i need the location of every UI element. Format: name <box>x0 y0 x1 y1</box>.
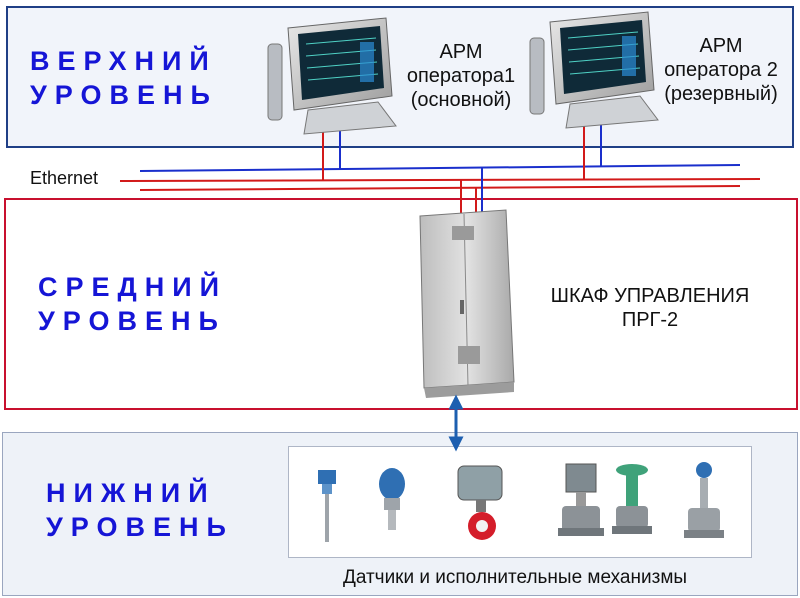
cabinet-drops <box>460 168 483 216</box>
ethernet-bus <box>119 164 761 191</box>
gate-valve-actuator-icon <box>558 463 604 536</box>
ethernet-label: Ethernet <box>30 168 99 188</box>
middle-level-frame <box>4 198 798 410</box>
middle-level-title-line2: УРОВЕНЬ <box>38 306 226 336</box>
upper-level-frame <box>6 6 794 148</box>
control-cabinet-icon <box>419 209 515 398</box>
control-cabinet-label: ШКАФ УПРАВЛЕНИЯ ПРГ-2 <box>530 284 770 332</box>
ws2-label-line1: АРМ <box>699 35 743 57</box>
gate-valve-icon <box>684 462 724 538</box>
ws1-label-line3: (основной) <box>410 89 512 111</box>
ethernet-blue-line <box>139 164 741 172</box>
field-devices-panel <box>288 446 752 558</box>
cabinet-label-line1: ШКАФ УПРАВЛЕНИЯ <box>550 285 750 307</box>
lower-level-title-line2: УРОВЕНЬ <box>46 512 234 542</box>
lower-level-title: НИЖНИЙ УРОВЕНЬ <box>46 476 234 544</box>
lower-level-title-line1: НИЖНИЙ <box>46 478 216 508</box>
ws2-label-line2: оператора 2 <box>664 59 778 81</box>
operator-workstation-1-monitor-icon <box>267 17 397 135</box>
ethernet-red-line-upper <box>119 178 761 182</box>
temperature-sensor-icon <box>318 470 336 542</box>
upper-level-title-line1: ВЕРХНИЙ <box>30 46 217 76</box>
operator-workstation-2-monitor-icon <box>529 11 659 129</box>
ws2-label-line3: (резервный) <box>664 83 778 105</box>
ethernet-red-line-lower <box>139 185 741 191</box>
middle-level-title-line1: СРЕДНИЙ <box>38 272 228 302</box>
upper-level-title-line2: УРОВЕНЬ <box>30 80 218 110</box>
control-valve-icon <box>612 464 652 534</box>
operator-workstation-2-label: АРМ оператора 2 (резервный) <box>658 34 784 106</box>
butterfly-valve-actuator-icon <box>457 465 503 540</box>
cabinet-label-line2: ПРГ-2 <box>621 309 679 331</box>
operator-workstation-1-label: АРМ оператора1 (основной) <box>398 40 524 112</box>
pressure-transmitter-icon <box>379 468 405 530</box>
ws1-label-line1: АРМ <box>439 41 483 63</box>
field-devices-caption: Датчики и исполнительные механизмы <box>342 567 688 588</box>
middle-level-title: СРЕДНИЙ УРОВЕНЬ <box>38 270 227 338</box>
ws1-label-line2: оператора1 <box>406 65 516 87</box>
upper-level-title: ВЕРХНИЙ УРОВЕНЬ <box>30 44 218 112</box>
